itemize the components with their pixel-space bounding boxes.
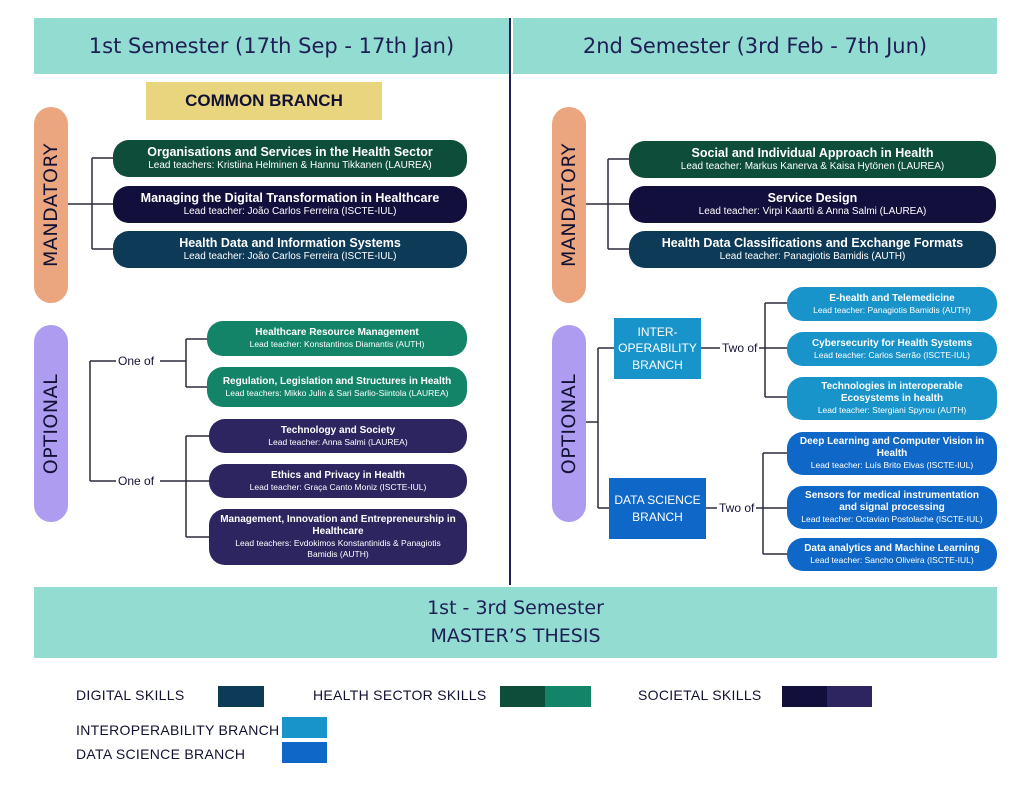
- course-lead: Lead teacher: Panagiotis Bamidis (AUTH): [719, 250, 906, 262]
- semester2-header: 2nd Semester (3rd Feb - 7th Jun): [513, 18, 997, 74]
- s1-mandatory-course: Organisations and Services in the Health…: [113, 140, 467, 177]
- two-of-label: Two of: [720, 341, 760, 355]
- course-title: Service Design: [767, 190, 858, 205]
- interoperability-course: E-health and Telemedicine Lead teacher: …: [787, 287, 997, 321]
- s1-optional-label: OPTIONAL: [40, 373, 62, 474]
- course-lead: Lead teacher: Sancho Oliveira (ISCTE-IUL…: [810, 555, 974, 566]
- s2-mandatory-label: MANDATORY: [558, 142, 581, 268]
- s1-mandatory-label: MANDATORY: [40, 142, 63, 268]
- one-of-label: One of: [116, 474, 157, 488]
- s1-optional-course: Healthcare Resource Management Lead teac…: [207, 321, 467, 356]
- data-science-branch-box: DATA SCIENCE BRANCH: [609, 478, 706, 539]
- course-lead: Lead teachers: Mikko Julin & Sari Sarlio…: [225, 387, 449, 398]
- interoperability-course: Cybersecurity for Health Systems Lead te…: [787, 332, 997, 366]
- course-title: Ethics and Privacy in Health: [271, 469, 405, 481]
- data-science-branch-label: DATA SCIENCE BRANCH: [614, 493, 701, 524]
- course-title: Technologies in interoperable Ecosystems…: [821, 381, 963, 405]
- course-title: Management, Innovation and Entrepreneurs…: [220, 514, 456, 538]
- s1-optional-course: Management, Innovation and Entrepreneurs…: [209, 509, 467, 565]
- course-title: Cybersecurity for Health Systems: [811, 337, 973, 349]
- legend-digital-swatch: [218, 686, 264, 707]
- course-lead: Lead teacher: Konstantinos Diamantis (AU…: [249, 339, 425, 350]
- data-science-course: Deep Learning and Computer Vision in Hea…: [787, 432, 997, 475]
- course-title: Healthcare Resource Management: [255, 327, 419, 339]
- course-title: Data analytics and Machine Learning: [804, 543, 980, 555]
- course-lead: Lead teacher: Markus Kanerva & Kaisa Hyt…: [680, 160, 945, 172]
- semester1-title: 1st Semester (17th Sep - 17th Jan): [88, 34, 455, 58]
- s2-optional-label: OPTIONAL: [558, 373, 580, 474]
- course-title: Social and Individual Approach in Health: [691, 145, 934, 160]
- legend-datasci-label: DATA SCIENCE BRANCH: [76, 746, 246, 762]
- course-lead: Lead teacher: Stergiani Spyrou (AUTH): [817, 405, 967, 416]
- s2-optional-pill: OPTIONAL: [552, 325, 586, 522]
- semester2-title: 2nd Semester (3rd Feb - 7th Jun): [582, 34, 928, 58]
- common-branch-banner: COMMON BRANCH: [146, 82, 382, 120]
- course-lead: Lead teacher: João Carlos Ferreira (ISCT…: [183, 250, 397, 262]
- legend-interop-label: INTEROPERABILITY BRANCH: [76, 722, 280, 738]
- course-lead: Lead teacher: Luís Brito Elvas (ISCTE-IU…: [810, 460, 974, 471]
- course-title: E-health and Telemedicine: [829, 292, 955, 304]
- course-title: Managing the Digital Transformation in H…: [140, 190, 440, 205]
- legend-societal-swatch-light: [827, 686, 872, 707]
- semester-divider: [509, 18, 511, 585]
- course-title: Technology and Society: [280, 424, 396, 436]
- course-title: Regulation, Legislation and Structures i…: [222, 375, 452, 387]
- legend-health-swatch-light: [545, 686, 591, 707]
- course-lead: Lead teachers: Kristiina Helminen & Hann…: [148, 159, 432, 171]
- s2-mandatory-course: Service Design Lead teacher: Virpi Kaart…: [629, 186, 996, 223]
- s2-mandatory-pill: MANDATORY: [552, 107, 586, 303]
- course-lead: Lead teacher: Panagiotis Bamidis (AUTH): [813, 304, 971, 315]
- s2-mandatory-course: Health Data Classifications and Exchange…: [629, 231, 996, 268]
- course-title: Health Data and Information Systems: [179, 235, 401, 250]
- thesis-banner: 1st - 3rd Semester MASTER’S THESIS: [34, 587, 997, 658]
- interoperability-branch-box: INTER- OPERABILITY BRANCH: [614, 318, 701, 379]
- course-title: Deep Learning and Computer Vision in Hea…: [799, 436, 985, 460]
- course-lead: Lead teacher: Virpi Kaartti & Anna Salmi…: [698, 205, 927, 217]
- course-lead: Lead teacher: Octavian Postolache (ISCTE…: [801, 514, 983, 525]
- one-of-label: One of: [116, 354, 157, 368]
- interoperability-branch-label: INTER- OPERABILITY BRANCH: [618, 325, 697, 372]
- legend-interop-swatch: [282, 717, 327, 738]
- course-title: Health Data Classifications and Exchange…: [661, 235, 964, 250]
- s1-optional-course: Regulation, Legislation and Structures i…: [207, 367, 467, 407]
- s1-mandatory-pill: MANDATORY: [34, 107, 68, 303]
- legend-health-label: HEALTH SECTOR SKILLS: [313, 687, 487, 703]
- legend-societal-swatch-dark: [782, 686, 827, 707]
- data-science-course: Sensors for medical instrumentation and …: [787, 486, 997, 529]
- two-of-label: Two of: [717, 501, 757, 515]
- course-lead: Lead teacher: Anna Salmi (LAUREA): [268, 436, 408, 447]
- interoperability-course: Technologies in interoperable Ecosystems…: [787, 377, 997, 420]
- legend-societal-label: SOCIETAL SKILLS: [638, 687, 762, 703]
- course-title: Sensors for medical instrumentation and …: [805, 490, 979, 514]
- course-title: Organisations and Services in the Health…: [147, 144, 433, 159]
- legend-health-swatch-dark: [500, 686, 545, 707]
- s1-optional-course: Ethics and Privacy in Health Lead teache…: [209, 464, 467, 498]
- semester1-header: 1st Semester (17th Sep - 17th Jan): [34, 18, 509, 74]
- course-lead: Lead teachers: Evdokimos Konstantinidis …: [235, 538, 441, 559]
- s1-mandatory-course: Managing the Digital Transformation in H…: [113, 186, 467, 223]
- s1-optional-course: Technology and Society Lead teacher: Ann…: [209, 419, 467, 453]
- course-lead: Lead teacher: Graça Canto Moniz (ISCTE-I…: [249, 481, 427, 492]
- legend-datasci-swatch: [282, 742, 327, 763]
- thesis-semester: 1st - 3rd Semester: [427, 596, 604, 619]
- s1-mandatory-course: Health Data and Information Systems Lead…: [113, 231, 467, 268]
- thesis-title: MASTER’S THESIS: [430, 624, 601, 647]
- s1-optional-pill: OPTIONAL: [34, 325, 68, 522]
- s2-mandatory-course: Social and Individual Approach in Health…: [629, 141, 996, 178]
- common-branch-label: COMMON BRANCH: [185, 91, 343, 110]
- course-lead: Lead teacher: João Carlos Ferreira (ISCT…: [183, 205, 397, 217]
- course-lead: Lead teacher: Carlos Serrão (ISCTE-IUL): [814, 349, 970, 360]
- data-science-course: Data analytics and Machine Learning Lead…: [787, 538, 997, 571]
- legend-digital-label: DIGITAL SKILLS: [76, 687, 185, 703]
